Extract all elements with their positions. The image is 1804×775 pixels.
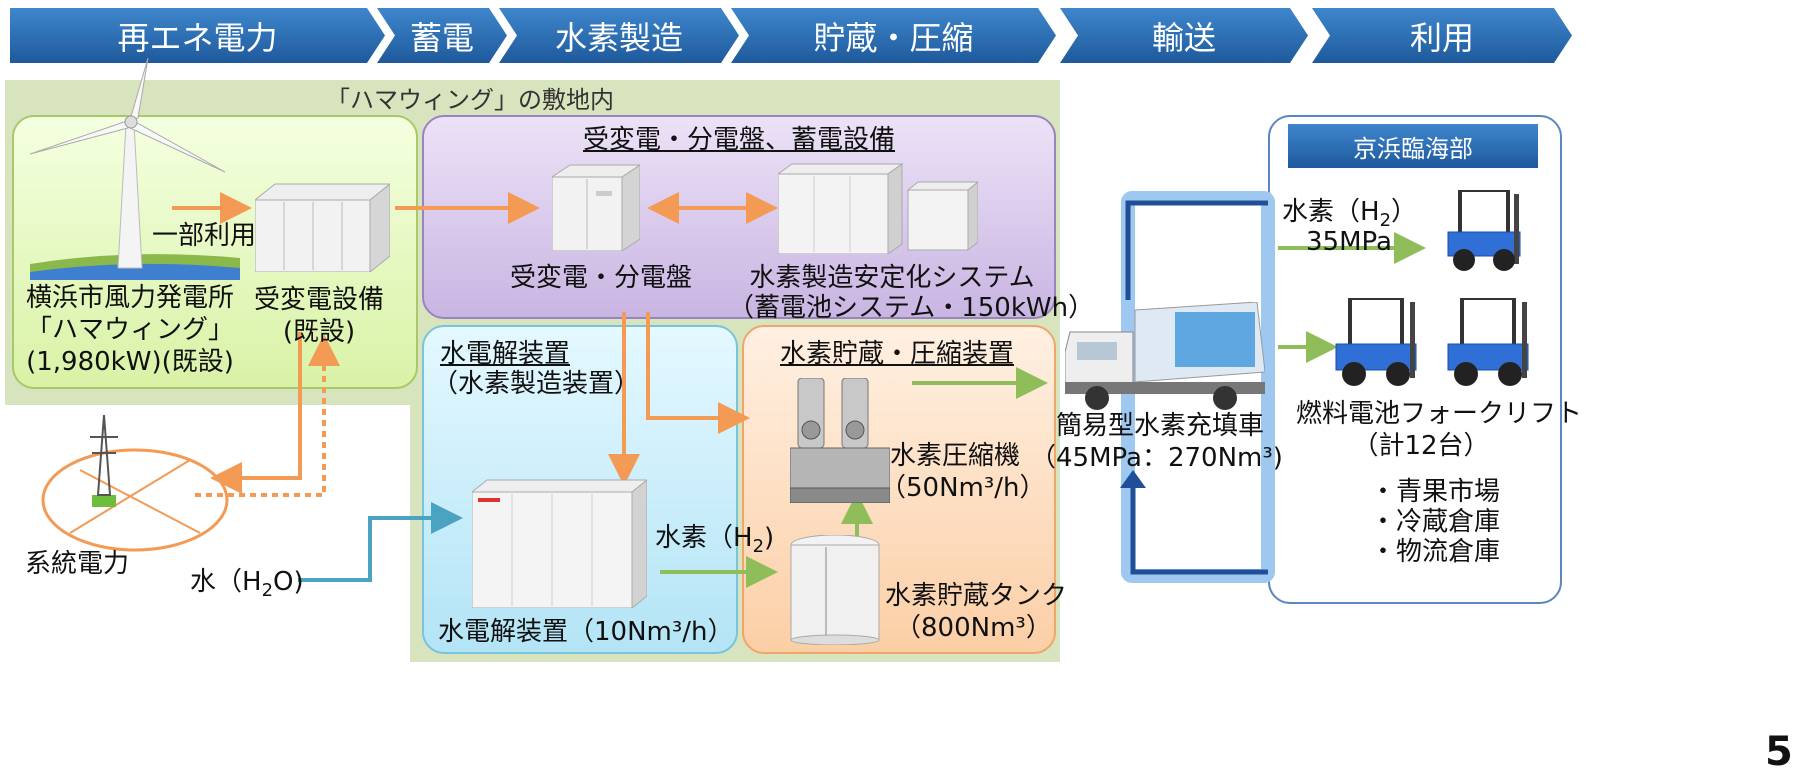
hydrogen-sub: 2 — [752, 536, 765, 558]
tank-label: 水素貯蔵タンク — [885, 581, 1068, 611]
power-tower-icon — [41, 415, 229, 552]
arrow-panel-to-compressor — [646, 312, 750, 434]
arrow-grid-to-substation — [195, 334, 340, 497]
step-transport: 輸送 — [1060, 8, 1308, 63]
water-end: O) — [273, 567, 304, 597]
electrolyzer-icon — [472, 479, 647, 608]
step-storage-compression: 貯蔵・圧縮 — [731, 8, 1056, 63]
compressor-spec: （50Nm³/h） — [880, 473, 1046, 503]
step-renewable-power: 再エネ電力 — [10, 8, 385, 63]
usage-h2-label: 水素（H2） — [1282, 196, 1417, 237]
tank-spec: （800Nm³） — [895, 613, 1052, 643]
grid-label: 系統電力 — [25, 549, 130, 579]
area-title: 京浜臨海部 — [1353, 134, 1473, 163]
battery-spec: （蓄電池システム・150kWh） — [728, 293, 1095, 323]
usage-site-1: ・青果市場 — [1370, 477, 1501, 507]
plant-name-2: 「ハマウィング」 — [25, 315, 234, 345]
partial-use-label: 一部利用 — [152, 221, 257, 251]
usage-h2-end: ） — [1391, 197, 1418, 227]
forklift-icon — [1335, 298, 1417, 386]
step-label: 蓄電 — [409, 18, 474, 57]
page-number: 5 — [1765, 729, 1793, 775]
truck-loop-line — [1125, 200, 1268, 300]
hydrogen-truck-icon — [1065, 302, 1265, 410]
step-label: 貯蔵・圧縮 — [813, 18, 974, 57]
step-hydrogen-production: 水素製造 — [499, 8, 739, 63]
electrolysis-title: 水電解装置 — [440, 339, 571, 369]
battery-system-icon — [778, 163, 978, 254]
substation-label: 受変電設備 — [253, 285, 384, 315]
truck-label: 簡易型水素充填車 — [1055, 411, 1264, 441]
usage-h2-text: 水素（H — [1282, 197, 1380, 227]
forklift-icon — [1447, 298, 1529, 386]
wind-turbine-icon — [30, 58, 240, 280]
usage-pressure: 35MPa — [1306, 227, 1392, 257]
plant-spec: (1,980kW)(既設) — [26, 347, 234, 377]
forklift-count: （計12台） — [1352, 431, 1490, 461]
compressor-label: 水素圧縮機 — [890, 441, 1021, 471]
forklift-icon — [1447, 190, 1521, 271]
forklift-label: 燃料電池フォークリフト — [1296, 399, 1583, 429]
storage-tank-icon — [790, 535, 880, 645]
distribution-title: 受変電・分電盤、蓄電設備 — [583, 125, 896, 155]
step-label: 利用 — [1409, 18, 1474, 57]
plant-name: 横浜市風力発電所 — [25, 283, 234, 313]
truck-spec: （45MPa：270Nm³) — [1030, 443, 1283, 473]
step-label: 水素製造 — [554, 18, 683, 57]
usage-site-2: ・冷蔵倉庫 — [1370, 507, 1501, 537]
battery-label: 水素製造安定化システム — [749, 263, 1035, 293]
hydrogen-end: ) — [764, 523, 775, 553]
water-sub: 2 — [261, 580, 274, 602]
water-label: 水（H2O) — [190, 566, 304, 607]
truck-return-line — [1130, 480, 1268, 575]
step-usage: 利用 — [1312, 8, 1572, 63]
water-text: 水（H — [190, 567, 262, 597]
electrolyzer-label: 水電解装置（10Nm³/h） — [438, 617, 734, 647]
substation-note: (既設) — [282, 317, 356, 347]
site-label: 「ハマウィング」の敷地内 — [326, 86, 614, 114]
arrow-water-to-electrolyzer — [298, 502, 463, 582]
step-storage-battery: 蓄電 — [377, 8, 507, 63]
electrolysis-subtitle: （水素製造装置） — [432, 369, 641, 399]
area-title-box: 京浜臨海部 — [1288, 124, 1538, 168]
substation-icon — [255, 183, 390, 272]
arrow-substation-to-grid — [210, 332, 302, 494]
compressor-icon — [790, 378, 890, 503]
hydrogen-label: 水素（H2) — [655, 522, 774, 563]
distribution-panel-icon — [552, 164, 640, 251]
hydrogen-text: 水素（H — [655, 523, 753, 553]
usage-h2-sub: 2 — [1379, 210, 1392, 232]
step-label: 輸送 — [1151, 18, 1216, 57]
step-label: 再エネ電力 — [117, 18, 278, 57]
storage-title: 水素貯蔵・圧縮装置 — [780, 339, 1015, 369]
usage-site-3: ・物流倉庫 — [1370, 537, 1501, 567]
panel-label: 受変電・分電盤 — [510, 263, 693, 293]
